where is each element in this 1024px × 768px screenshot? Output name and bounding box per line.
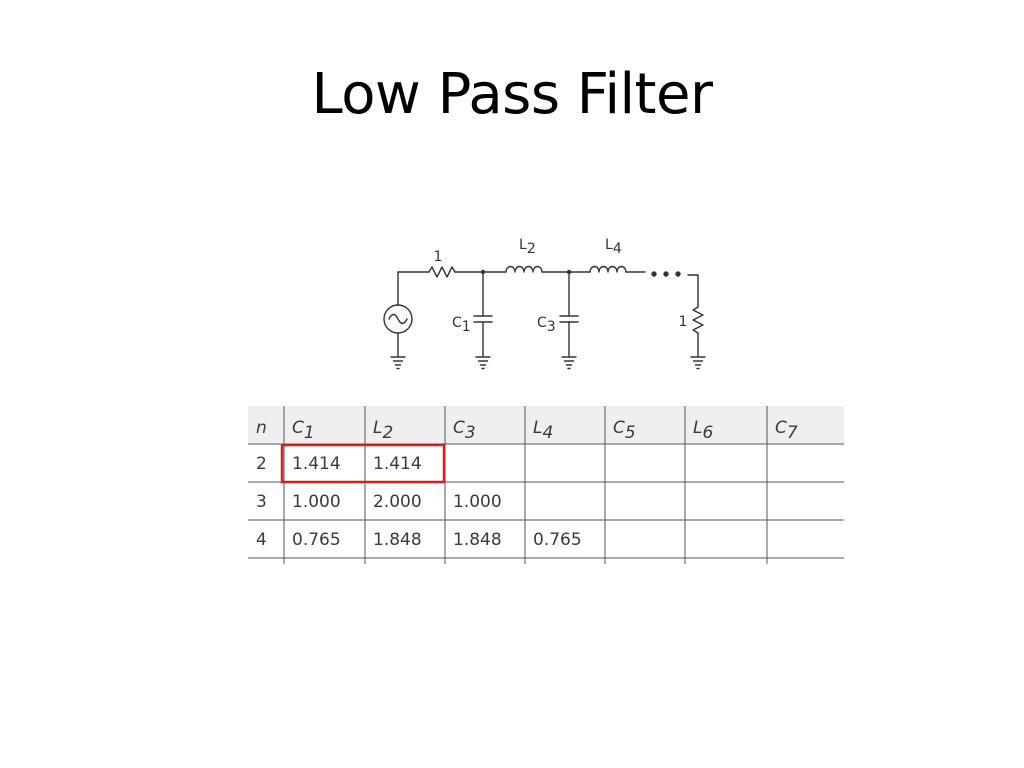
table-header-cell: L2 (373, 418, 393, 443)
capacitor-c1-label: C1 (452, 315, 471, 335)
source-resistor-label: 1 (434, 249, 443, 265)
load-resistor (692, 306, 704, 334)
continuation-dot (675, 271, 681, 277)
table-header-bg (248, 406, 844, 444)
continuation-dot (651, 271, 657, 277)
continuation-dot (663, 271, 669, 277)
table-header-cell: n (256, 418, 267, 438)
ladder-circuit-diagram: 1 1 C1 L2 C3 L4 (383, 237, 706, 370)
highlight-box (280, 443, 446, 484)
table-cell: 1.414 (373, 454, 422, 474)
table-cell: 0.765 (292, 530, 341, 550)
table-header-cell: C7 (775, 418, 798, 443)
table-cell: 2 (256, 454, 267, 474)
table-cell: 2.000 (373, 492, 422, 512)
inductor-l2 (505, 265, 543, 273)
table-header-cell: C1 (292, 418, 315, 443)
inductor-l4-label: L4 (605, 237, 622, 257)
ground-symbol (690, 356, 706, 370)
junction-dot (480, 269, 486, 275)
inductor-l4 (589, 265, 627, 273)
table-cell: 1.848 (453, 530, 502, 550)
table-cell: 3 (256, 492, 267, 512)
sine-wave (388, 313, 408, 325)
slide-title: Low Pass Filter (311, 62, 714, 127)
ground-symbol (390, 356, 406, 370)
table-header-cell: L6 (693, 418, 713, 443)
ground-symbol (475, 356, 491, 370)
table-header-cell: L4 (533, 418, 553, 443)
table-header-cell: C3 (453, 418, 476, 443)
inductor-l2-label: L2 (519, 237, 536, 257)
table-cell: 1.414 (292, 454, 341, 474)
source-resistor (428, 266, 456, 278)
load-resistor-label: 1 (679, 314, 688, 330)
table-cell: 1.000 (292, 492, 341, 512)
table-cell: 0.765 (533, 530, 582, 550)
table-cell: 1.848 (373, 530, 422, 550)
table-cell: 4 (256, 530, 267, 550)
table-cell: 1.000 (453, 492, 502, 512)
table-header-cell: C5 (613, 418, 636, 443)
coefficient-table: n C1 L2 C3 L4 C5 L6 C7 2 1.414 1.414 3 1.000 2.000 1.0… (248, 406, 844, 564)
ground-symbol (561, 356, 577, 370)
capacitor-c3-label: C3 (537, 315, 556, 335)
junction-dot (566, 269, 572, 275)
